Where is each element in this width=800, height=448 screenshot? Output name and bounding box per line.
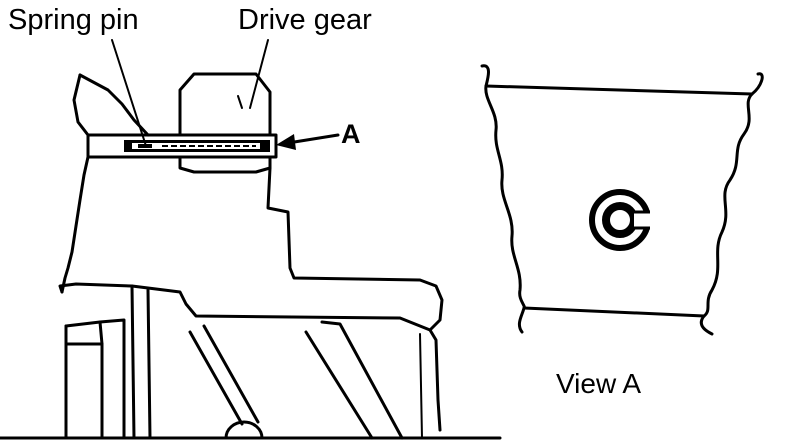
callout-arrowhead-icon [276,134,296,150]
callout-arrow-line [286,133,340,145]
spring-pin-label: Spring pin [8,4,139,36]
drive-gear-label: Drive gear [238,4,372,36]
housing-body [0,155,502,440]
housing-lug [72,73,150,137]
pin-bar [86,133,278,159]
view-a-detail [480,64,764,336]
lower-features [64,284,423,440]
callout-a-label: A [341,119,361,149]
leader-lines [111,39,340,150]
c-mark-icon [589,189,658,251]
spring-pin-leader [111,39,147,147]
drive-gear [178,72,272,174]
drive-gear-leader [249,39,269,109]
view-a-label: View A [556,368,642,399]
